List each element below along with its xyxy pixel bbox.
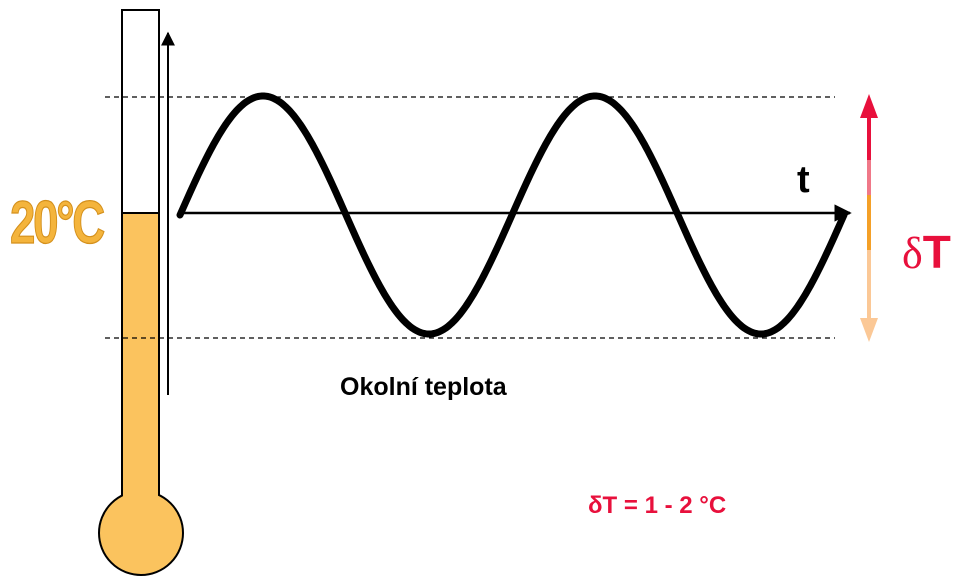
delta-letter: T <box>923 226 951 278</box>
thermometer-mercury-column <box>121 212 160 511</box>
temperature-label: 20°C <box>10 189 104 256</box>
thermometer <box>98 9 184 576</box>
wave-caption: Okolní teplota <box>340 373 508 401</box>
delta-t-arrowhead-down <box>860 318 878 342</box>
delta-t-label: δT <box>902 226 951 278</box>
delta-t-formula: δT = 1 - 2 °C <box>588 492 726 519</box>
delta-t-arrow <box>860 94 878 342</box>
delta-symbol: δ <box>902 229 923 278</box>
temperature-sine-wave <box>176 92 848 338</box>
thermometer-bulb-joint <box>123 485 158 505</box>
delta-t-arrowhead-up <box>860 94 878 118</box>
thermometer-tube-empty <box>121 9 160 214</box>
time-axis-label: t <box>797 159 810 201</box>
